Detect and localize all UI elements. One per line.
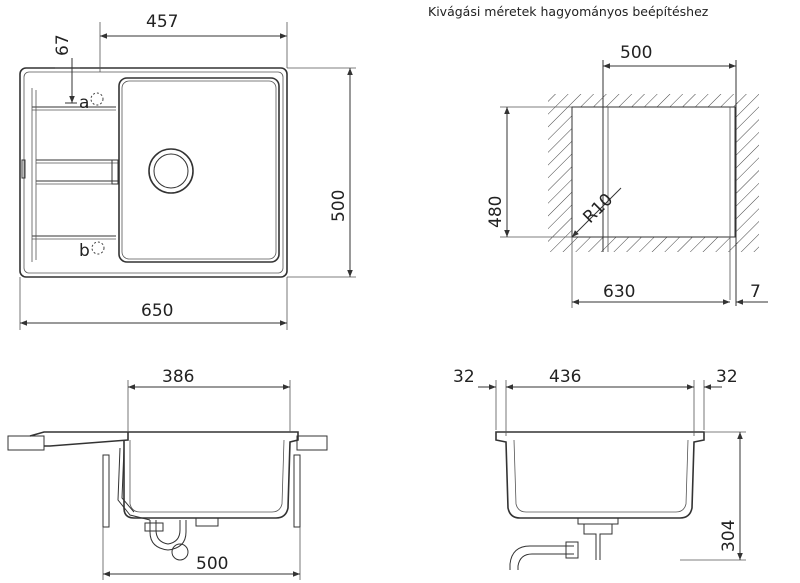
drain-flange [577,517,619,525]
drain-fitting [195,517,219,527]
sink-inner-rim [23,71,284,274]
drain-inner [153,153,189,189]
dim-500-label: 500 [329,190,349,222]
side-notch [21,159,26,179]
siphon-connector [144,522,164,532]
cutout-630-label: 630 [603,282,635,302]
dim-67-label: 67 [53,34,73,56]
side-32-right-label: 32 [716,367,738,387]
countertop-right [296,435,328,451]
marker-a-label: a [79,93,89,113]
cutout-opening [571,106,736,238]
radius-leader [571,187,622,238]
tap-hole-b-icon [91,241,105,255]
siphon-pipe [117,447,187,551]
hatch-top-wall [548,94,738,107]
overflow-slot [111,159,119,185]
hatch-right-wall [735,94,759,252]
side-view-right: 32 436 32 304 [453,367,746,570]
hatch-left-wall [548,107,572,237]
cabinet-wall-right [293,454,301,528]
side-304-label: 304 [719,520,739,552]
marker-b-label: b [79,241,90,261]
sink-profile [29,431,299,519]
cutout-7-label: 7 [750,282,761,302]
cutout-480-label: 480 [486,196,506,228]
bowl-outline [118,77,280,263]
sink-inner [129,439,285,513]
sink-inner-right [513,439,689,513]
side-386-label: 386 [162,367,194,387]
side-32-left-label: 32 [453,367,475,387]
top-view: a b 457 67 500 650 [19,12,356,330]
caption-text: Kivágási méretek hagyományos beépítéshez [428,4,709,19]
siphon-trap [171,543,189,561]
outlet-nut [565,541,579,559]
cabinet-wall-left [102,454,110,528]
dim-650-label: 650 [141,301,173,321]
outlet-pipe [509,545,574,570]
side-view-left: 386 500 [7,367,328,580]
dim-457-label: 457 [146,12,178,32]
side-500-label: 500 [196,554,228,574]
sink-outline [19,67,288,278]
bowl-inner [121,80,277,260]
side-436-label: 436 [549,367,581,387]
tap-hole-a-icon [90,92,104,106]
cutout-view: 500 480 R10 630 7 [486,43,768,308]
cutout-radius-label: R10 [579,190,617,228]
countertop-left [7,435,45,451]
cutout-500-label: 500 [620,43,652,63]
drain-pipe [583,524,613,560]
hatch-bottom-wall [548,237,738,252]
sink-profile-right [495,431,705,519]
drain-outer [148,148,194,194]
